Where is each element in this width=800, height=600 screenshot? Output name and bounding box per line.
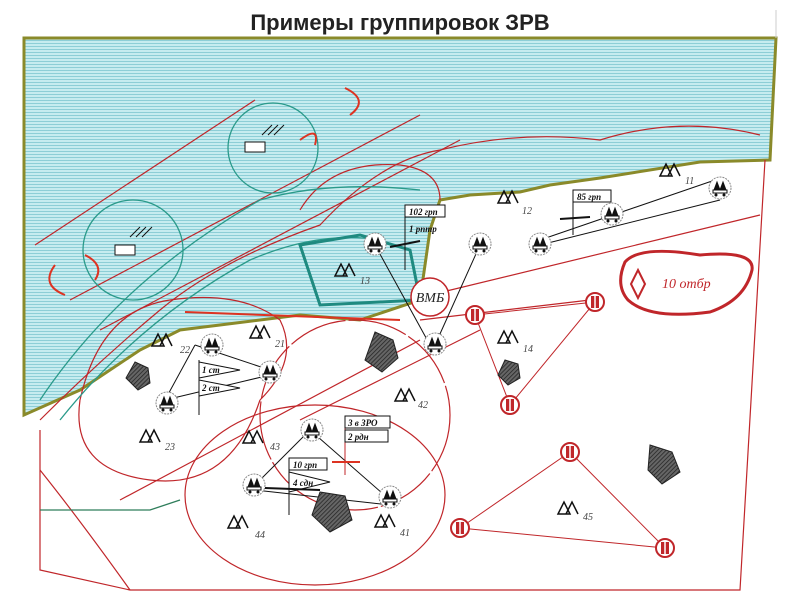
position-21: 21 [275,339,285,350]
flag-zro: 3 в ЗРО 2 рдн [344,415,391,475]
diamond-icon [629,267,647,301]
flag-label: 1 рптр [409,224,437,234]
flag-label: 10 грп [293,460,317,470]
position-13: 13 [360,276,370,287]
sea-area [22,36,778,418]
flag-label: 85 грп [577,192,601,202]
ship-icon [244,124,285,153]
naval-base-marker [410,277,450,317]
flag-21: 1 ст 2 ст [198,360,241,415]
position-11: 11 [685,176,694,187]
flag-102-grp: 102 грп 1 рптр [404,204,446,270]
position-23: 23 [165,442,175,453]
position-numbers: 11 12 13 14 21 22 23 41 42 43 44 45 [165,176,694,541]
ship-icon [114,226,153,256]
position-14: 14 [523,344,533,355]
target-object-icon [125,331,681,533]
flag-85-grp: 85 грп [572,189,612,235]
brigade-label: 10 отбр [662,277,711,292]
flag-10-grp: 10 грп 4 сдн [288,457,331,515]
position-45: 45 [583,512,593,523]
flag-label: 3 в ЗРО [347,418,378,428]
naval-base-label: ВМБ [416,291,444,306]
position-41: 41 [400,528,410,539]
boundary-lines [34,99,766,591]
position-44: 44 [255,530,265,541]
flag-label: 4 сдн [292,478,313,488]
position-43: 43 [270,442,280,453]
flag-label: 2 ст [201,383,220,393]
flag-label: 1 ст [202,365,220,375]
position-42: 42 [418,400,428,411]
teal-zones [39,102,422,511]
flag-label: 102 грп [409,207,438,217]
page-title: Примеры группировок ЗРВ [250,10,549,35]
position-12: 12 [522,206,532,217]
red-arrow-icon [48,87,401,321]
move-arrow-icon [264,216,591,491]
brigade-zone [619,249,754,316]
flag-label: 2 рдн [347,432,369,442]
ship-marker-icon [450,292,675,558]
position-22: 22 [180,345,190,356]
